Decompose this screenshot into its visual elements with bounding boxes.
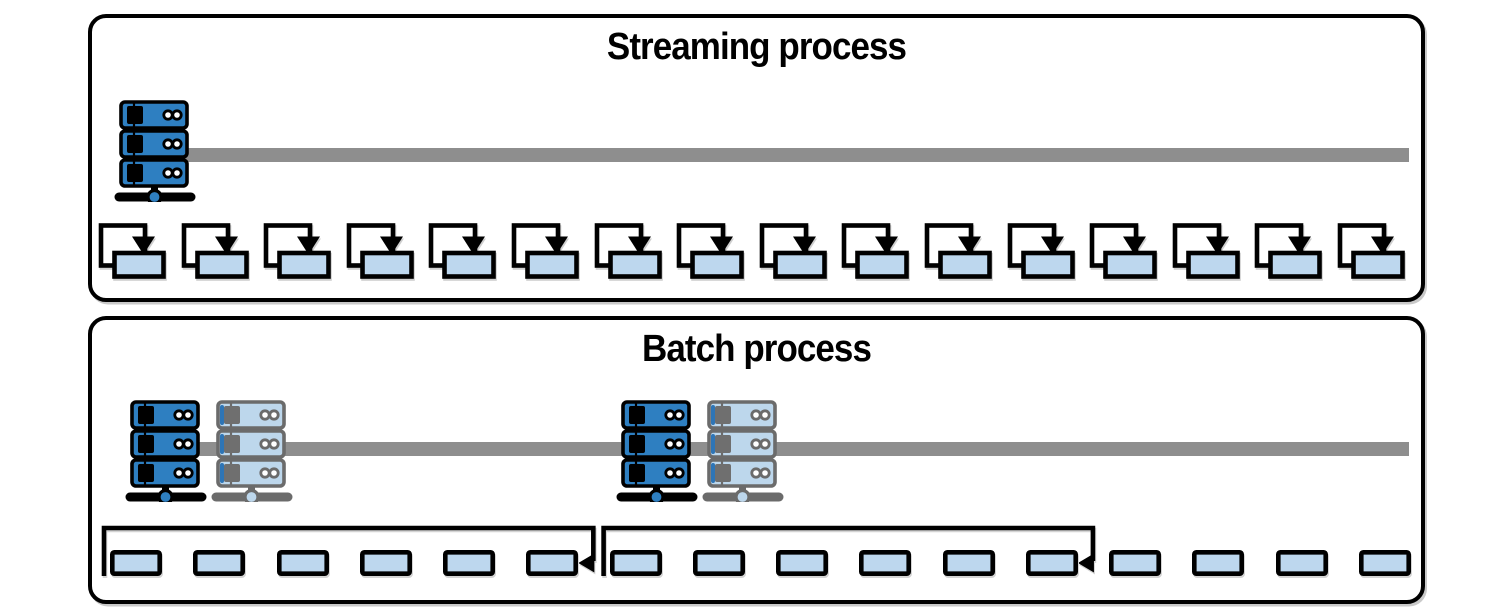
streaming-records-row bbox=[98, 222, 1407, 280]
record-append-icon bbox=[346, 222, 416, 280]
record-append-icon bbox=[841, 222, 911, 280]
batch-panel: Batch process bbox=[88, 316, 1425, 604]
batch-server-pair-1 bbox=[123, 400, 295, 502]
record-icon bbox=[1109, 550, 1162, 576]
record-append-icon bbox=[1089, 222, 1159, 280]
record-icon bbox=[526, 550, 579, 576]
batch-timeline-bar bbox=[152, 442, 1409, 456]
record-append-icon bbox=[924, 222, 994, 280]
server-stack-idle-icon bbox=[700, 400, 786, 502]
record-append-icon bbox=[181, 222, 251, 280]
server-stack-idle-icon bbox=[209, 400, 295, 502]
record-append-icon bbox=[263, 222, 333, 280]
record-icon bbox=[110, 550, 162, 576]
server-stack-icon bbox=[123, 400, 209, 502]
record-icon bbox=[942, 550, 995, 576]
streaming-panel: Streaming process bbox=[88, 14, 1425, 302]
record-append-icon bbox=[428, 222, 498, 280]
batch-records-area bbox=[92, 520, 1421, 600]
streaming-panel-title: Streaming process bbox=[606, 26, 907, 68]
record-append-icon bbox=[1007, 222, 1077, 280]
record-append-icon bbox=[676, 222, 746, 280]
streaming-timeline-bar bbox=[152, 148, 1409, 162]
record-append-icon bbox=[1172, 222, 1242, 280]
record-icon bbox=[1358, 550, 1411, 576]
record-icon bbox=[859, 550, 912, 576]
record-append-icon bbox=[511, 222, 581, 280]
record-icon bbox=[776, 550, 829, 576]
record-icon bbox=[609, 550, 662, 576]
record-icon bbox=[1275, 550, 1328, 576]
record-append-icon bbox=[594, 222, 664, 280]
batch-records-row bbox=[110, 550, 1411, 576]
record-icon bbox=[1025, 550, 1078, 576]
record-append-icon bbox=[1254, 222, 1324, 280]
record-icon bbox=[193, 550, 246, 576]
record-icon bbox=[443, 550, 496, 576]
batch-server-pair-2 bbox=[614, 400, 786, 502]
record-append-icon bbox=[98, 222, 168, 280]
streaming-server-icon bbox=[112, 100, 198, 202]
record-icon bbox=[359, 550, 412, 576]
record-append-icon bbox=[1337, 222, 1407, 280]
server-stack-icon bbox=[614, 400, 700, 502]
record-icon bbox=[1192, 550, 1245, 576]
batch-window-bracket-icon bbox=[101, 525, 1096, 576]
record-append-icon bbox=[759, 222, 829, 280]
batch-panel-title: Batch process bbox=[642, 328, 872, 370]
record-icon bbox=[276, 550, 329, 576]
record-icon bbox=[692, 550, 745, 576]
